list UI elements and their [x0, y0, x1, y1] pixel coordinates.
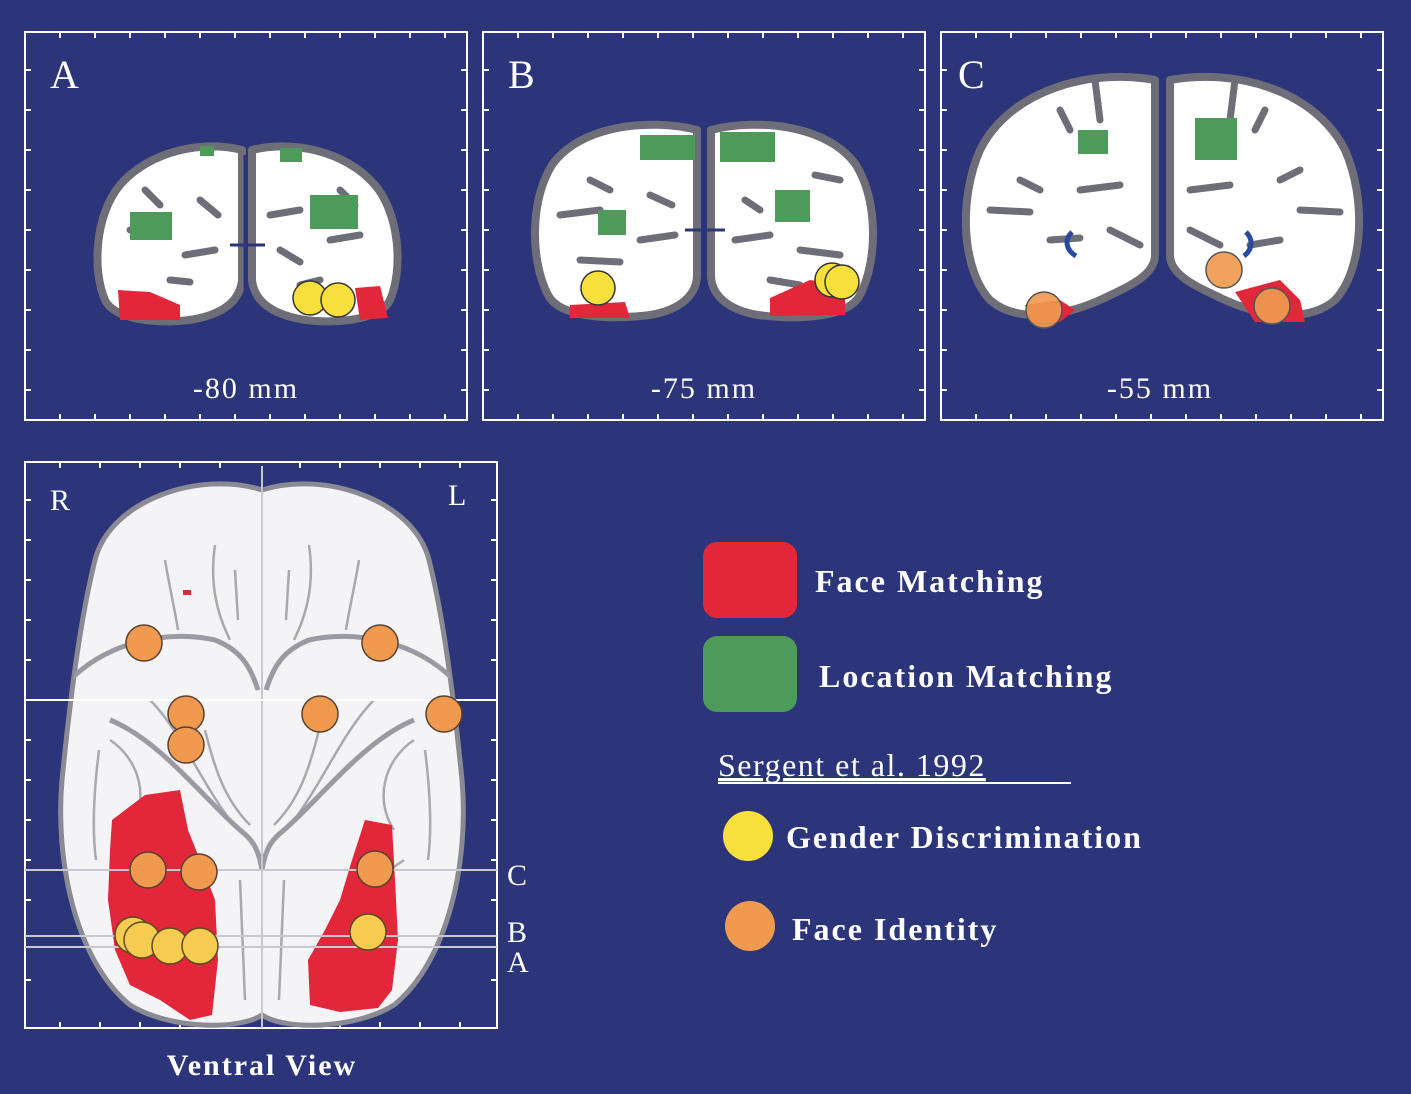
ventral-identity-point	[357, 851, 393, 887]
panel-b-location-activation	[640, 135, 695, 160]
ventral-identity-point	[426, 696, 462, 732]
legend-location-matching-swatch	[703, 636, 797, 712]
panel-c-identity-point	[1026, 292, 1062, 328]
ventral-left-label: L	[448, 479, 466, 512]
ventral-identity-point	[130, 852, 166, 888]
ventral-identity-point	[126, 625, 162, 661]
panel-a-location-activation	[130, 212, 172, 240]
ventral-identity-point	[302, 696, 338, 732]
legend-face-matching-swatch	[703, 542, 797, 618]
slice-label-c: C	[507, 859, 527, 892]
legend-face-matching-label: Face Matching	[815, 563, 1045, 599]
ventral-identity-point	[181, 854, 217, 890]
legend-location-matching-label: Location Matching	[819, 658, 1113, 694]
panel-b-caption: -75 mm	[651, 372, 757, 405]
legend-gender-label: Gender Discrimination	[786, 819, 1143, 855]
legend-identity-label: Face Identity	[792, 911, 998, 947]
panel-a-letter: A	[50, 52, 79, 97]
panel-a-location-activation	[200, 146, 214, 156]
panel-c-letter: C	[958, 52, 985, 97]
panel-a-gender-point	[321, 283, 355, 317]
panel-c-identity-point	[1206, 252, 1242, 288]
legend-identity-swatch	[725, 901, 775, 951]
legend-gender-swatch	[723, 811, 773, 861]
ventral-right-label: R	[50, 484, 70, 517]
slice-label-a: A	[507, 946, 529, 979]
panel-b-location-activation	[775, 190, 810, 222]
panel-a-caption: -80 mm	[193, 372, 299, 405]
panel-c-location-activation	[1195, 118, 1237, 160]
ventral-identity-point	[168, 727, 204, 763]
panel-b-gender-point	[825, 265, 859, 299]
panel-b-location-activation	[720, 132, 775, 162]
legend-reference: Sergent et al. 1992	[718, 747, 986, 783]
panel-a-location-activation	[280, 148, 302, 162]
panel-c-caption: -55 mm	[1107, 372, 1213, 405]
panel-b-gender-point	[581, 271, 615, 305]
panel-b-letter: B	[508, 52, 535, 97]
ventral-gender-point	[350, 914, 386, 950]
ventral-identity-point	[362, 625, 398, 661]
panel-a-location-activation	[310, 195, 358, 229]
panel-c-location-activation	[1078, 130, 1108, 154]
panel-c-identity-point	[1254, 288, 1290, 324]
panel-b-location-activation	[598, 210, 626, 235]
ventral-gender-point	[182, 928, 218, 964]
ventral-caption: Ventral View	[167, 1049, 357, 1082]
ventral-face-activation-small	[183, 590, 191, 595]
slice-label-b: B	[507, 916, 527, 949]
